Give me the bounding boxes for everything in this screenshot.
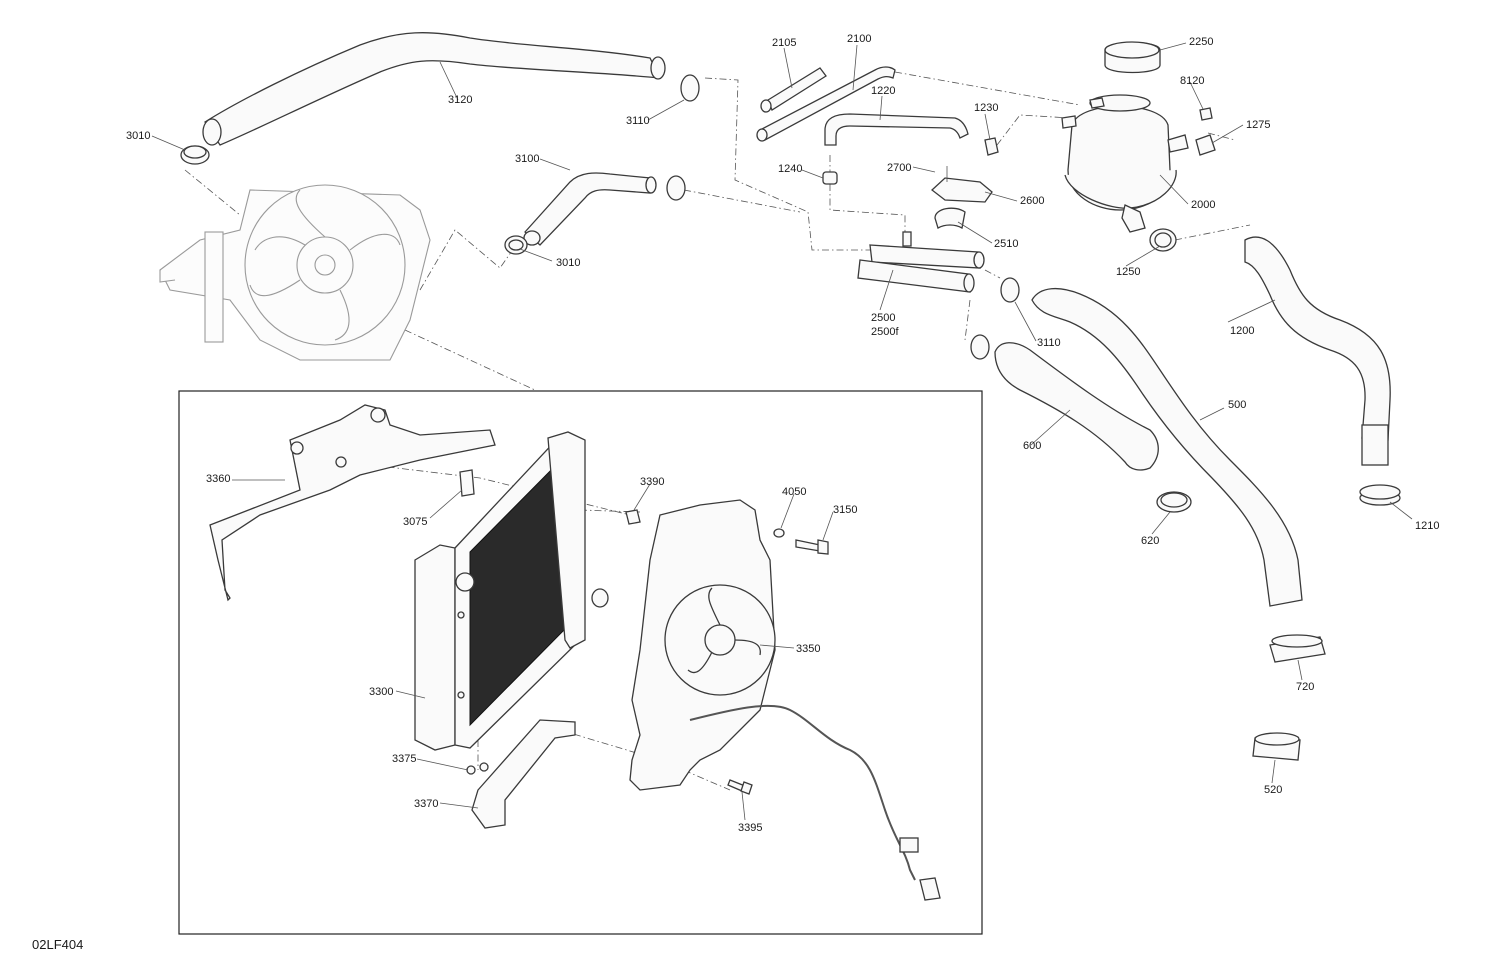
vent-tube-2100	[756, 66, 896, 142]
callout-2100: 2100	[847, 33, 871, 45]
callout-3100: 3100	[515, 153, 539, 165]
clamp-3010-top	[180, 145, 210, 165]
callout-3110-top: 3110	[626, 115, 650, 127]
callout-3010-top: 3010	[126, 130, 150, 142]
radiator-assembly-ghost	[159, 184, 431, 361]
callout-3370: 3370	[414, 798, 438, 810]
callout-2000: 2000	[1191, 199, 1215, 211]
clamp-1250	[1149, 228, 1177, 252]
callout-3300: 3300	[369, 686, 393, 698]
washer-4050	[773, 528, 785, 538]
clamp-620	[1156, 491, 1192, 513]
callout-500: 500	[1228, 399, 1246, 411]
callout-1250: 1250	[1116, 266, 1140, 278]
callout-2500: 2500	[871, 312, 895, 324]
bracket-3370	[471, 719, 576, 829]
bracket-2600	[930, 166, 993, 203]
callout-2105: 2105	[772, 37, 796, 49]
screws-3375	[466, 762, 489, 775]
callout-3010-mid: 3010	[556, 257, 580, 269]
screw-8120	[1199, 107, 1213, 121]
callout-3390: 3390	[640, 476, 664, 488]
callout-600: 600	[1023, 440, 1041, 452]
bolt-3395	[727, 779, 753, 795]
callout-1200: 1200	[1230, 325, 1254, 337]
callout-2510: 2510	[994, 238, 1018, 250]
wire-harness	[689, 704, 941, 901]
cap-2250	[1104, 41, 1161, 74]
callout-2500f: 2500f	[871, 326, 899, 338]
callout-leaders	[151, 42, 1413, 821]
callout-3120: 3120	[448, 94, 472, 106]
hose-600	[994, 342, 1159, 471]
bracket-3360	[209, 404, 496, 602]
callout-4050: 4050	[782, 486, 806, 498]
sleeve-520	[1252, 732, 1301, 761]
detail-inset-frame	[178, 390, 983, 935]
sleeve-720	[1269, 634, 1326, 663]
callout-3350: 3350	[796, 643, 820, 655]
cap-1230	[984, 137, 999, 156]
callout-1275: 1275	[1246, 119, 1270, 131]
fan-3350	[629, 499, 776, 791]
clip-3075	[459, 469, 475, 497]
callout-3110-right: 3110	[1037, 337, 1061, 349]
bolt-3150	[795, 539, 829, 555]
callout-3395: 3395	[738, 822, 762, 834]
callout-3360: 3360	[206, 473, 230, 485]
callout-1220: 1220	[871, 85, 895, 97]
callout-2600: 2600	[1020, 195, 1044, 207]
hose-3100	[523, 172, 657, 246]
callout-620: 620	[1141, 535, 1159, 547]
tube-assembly-2500	[857, 231, 985, 293]
diagram-code: 02LF404	[32, 937, 83, 952]
vent-tube-1220	[824, 113, 969, 146]
callout-1230: 1230	[974, 102, 998, 114]
expansion-tank-2000	[1061, 94, 1189, 233]
hose-1200	[1244, 236, 1391, 466]
callout-3150: 3150	[833, 504, 857, 516]
clamps-3110-right	[970, 277, 1020, 360]
callout-3375: 3375	[392, 753, 416, 765]
clamp-3010-mid	[504, 235, 528, 255]
callout-8120: 8120	[1180, 75, 1204, 87]
callout-520: 520	[1264, 784, 1282, 796]
fitting-1240	[822, 171, 838, 185]
callout-2250: 2250	[1189, 36, 1213, 48]
callout-labels: 3010 3120 3110 3100 3010 2105 2100 1220 …	[32, 33, 1439, 952]
radiator-3300	[414, 431, 609, 751]
callout-3075: 3075	[403, 516, 427, 528]
hose-3120	[202, 32, 666, 146]
clamp-2510	[934, 207, 966, 230]
callout-2700: 2700	[887, 162, 911, 174]
callout-720: 720	[1296, 681, 1314, 693]
clamp-3110-top	[666, 74, 700, 201]
callout-1210: 1210	[1415, 520, 1439, 532]
clamp-1210	[1359, 484, 1401, 506]
vent-tube-2105	[760, 67, 827, 113]
callout-1240: 1240	[778, 163, 802, 175]
cap-1275	[1195, 134, 1216, 156]
spacer-3390	[625, 509, 641, 525]
hose-500	[1031, 288, 1303, 607]
